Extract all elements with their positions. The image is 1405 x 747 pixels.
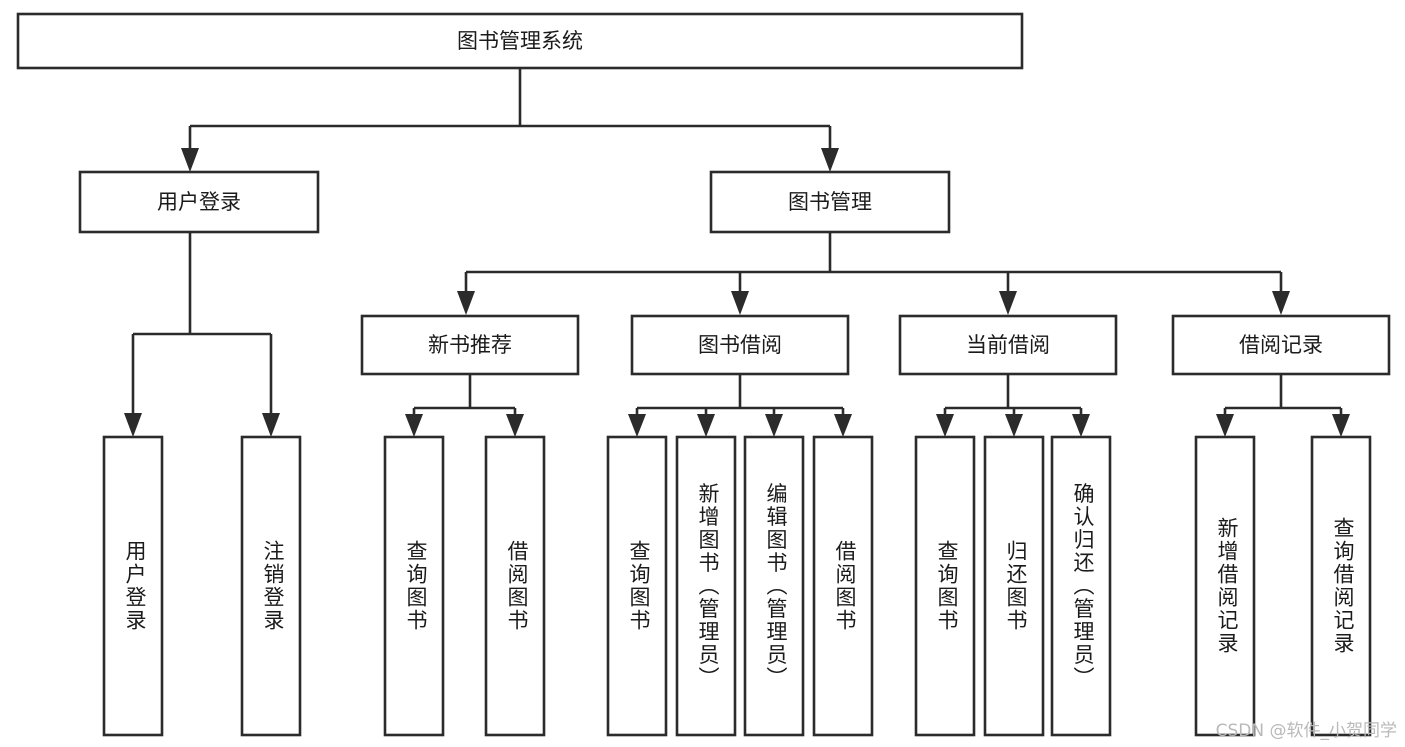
leaf-bookborrow-borrow[interactable]: 借阅图书 <box>812 435 874 737</box>
leaf-currentborrow-confirm[interactable]: 确认归还（管理员） <box>1050 435 1112 737</box>
leaf-bookborrow-edit-label: 编辑图书（管理员） <box>764 483 788 690</box>
arrow-leaf-cb-return <box>1005 414 1023 437</box>
connectors-group <box>124 68 1350 437</box>
leaf-currentborrow-return-box[interactable] <box>983 435 1045 737</box>
leaf-currentborrow-query-box[interactable] <box>914 435 976 737</box>
leaf-user-login[interactable]: 用户登录 <box>102 435 164 737</box>
leaf-bookborrow-add[interactable]: 新增图书（管理员） <box>675 435 737 737</box>
leaf-currentborrow-return-label: 归还图书 <box>1004 540 1028 632</box>
node-root-label: 图书管理系统 <box>457 29 583 53</box>
leaf-borrowrecord-add[interactable]: 新增借阅记录 <box>1194 435 1256 737</box>
leaf-borrowrecord-query-label: 查询借阅记录 <box>1331 517 1355 655</box>
leaf-newbook-query-label: 查询图书 <box>404 540 428 632</box>
leaf-borrowrecord-query-box[interactable] <box>1310 435 1372 737</box>
node-book-management-box[interactable] <box>709 170 951 234</box>
arrow-to-user-login <box>181 148 199 172</box>
leaf-user-login-label: 用户登录 <box>123 540 147 632</box>
node-user-login-box[interactable] <box>78 170 320 234</box>
leaf-currentborrow-query-label: 查询图书 <box>935 540 959 632</box>
leaf-borrowrecord-add-box[interactable] <box>1194 435 1256 737</box>
leaf-borrowrecord-query[interactable]: 查询借阅记录 <box>1310 435 1372 737</box>
arrow-leaf-bb-borrow <box>834 414 852 437</box>
leaf-borrowrecord-add-label: 新增借阅记录 <box>1215 517 1239 655</box>
leaf-logout-box[interactable] <box>240 435 302 737</box>
node-user-login[interactable]: 用户登录 <box>78 170 320 234</box>
leaf-currentborrow-return[interactable]: 归还图书 <box>983 435 1045 737</box>
leaf-newbook-borrow-box[interactable] <box>484 435 546 737</box>
arrow-to-new-book <box>457 291 475 315</box>
leaf-bookborrow-borrow-label: 借阅图书 <box>833 540 857 632</box>
leaf-newbook-query-box[interactable] <box>383 435 445 737</box>
leaf-bookborrow-edit-box[interactable] <box>743 435 805 737</box>
node-book-borrow-label: 图书借阅 <box>698 333 782 357</box>
arrow-leaf-cb-query <box>936 414 954 437</box>
leaf-logout[interactable]: 注销登录 <box>240 435 302 737</box>
node-book-management-label: 图书管理 <box>788 190 872 214</box>
node-root[interactable]: 图书管理系统 <box>16 12 1024 70</box>
arrow-leaf-newbook-query <box>405 414 423 437</box>
arrow-leaf-br-add <box>1216 414 1234 437</box>
leaf-newbook-borrow[interactable]: 借阅图书 <box>484 435 546 737</box>
arrow-leaf-bb-query <box>628 414 646 437</box>
node-borrow-record[interactable]: 借阅记录 <box>1171 314 1391 376</box>
node-root-box[interactable] <box>16 12 1024 70</box>
node-new-book-recommend-box[interactable] <box>360 314 580 376</box>
arrow-to-current-borrow <box>999 291 1017 315</box>
arrow-leaf-user-login <box>124 413 142 437</box>
arrow-to-book-mgmt <box>821 148 839 172</box>
arrow-leaf-bb-edit <box>765 414 783 437</box>
leaf-bookborrow-add-label: 新增图书（管理员） <box>696 483 720 690</box>
leaf-bookborrow-add-box[interactable] <box>675 435 737 737</box>
leaf-currentborrow-query[interactable]: 查询图书 <box>914 435 976 737</box>
leaf-logout-label: 注销登录 <box>261 540 285 632</box>
leaf-currentborrow-confirm-label: 确认归还（管理员） <box>1071 483 1095 690</box>
arrow-to-book-borrow <box>731 291 749 315</box>
node-book-borrow[interactable]: 图书借阅 <box>630 314 850 376</box>
node-borrow-record-box[interactable] <box>1171 314 1391 376</box>
arrow-leaf-logout <box>262 413 280 437</box>
node-user-login-label: 用户登录 <box>157 190 241 214</box>
csdn-watermark: CSDN @软件_小贺同学 <box>1215 721 1397 741</box>
node-current-borrow-label: 当前借阅 <box>966 333 1050 357</box>
leaf-currentborrow-confirm-box[interactable] <box>1050 435 1112 737</box>
arrow-leaf-cb-confirm <box>1072 414 1090 437</box>
arrow-leaf-newbook-borrow <box>506 414 524 437</box>
leaf-bookborrow-query[interactable]: 查询图书 <box>606 435 668 737</box>
node-current-borrow-box[interactable] <box>898 314 1118 376</box>
leaf-bookborrow-query-label: 查询图书 <box>627 540 651 632</box>
leaf-newbook-query[interactable]: 查询图书 <box>383 435 445 737</box>
node-book-management[interactable]: 图书管理 <box>709 170 951 234</box>
leaf-user-login-box[interactable] <box>102 435 164 737</box>
leaf-bookborrow-query-box[interactable] <box>606 435 668 737</box>
node-new-book-recommend-label: 新书推荐 <box>428 333 512 357</box>
node-borrow-record-label: 借阅记录 <box>1239 333 1323 357</box>
arrow-leaf-bb-add <box>697 414 715 437</box>
leaf-bookborrow-borrow-box[interactable] <box>812 435 874 737</box>
arrow-leaf-br-query <box>1332 414 1350 437</box>
node-new-book-recommend[interactable]: 新书推荐 <box>360 314 580 376</box>
node-book-borrow-box[interactable] <box>630 314 850 376</box>
leaf-newbook-borrow-label: 借阅图书 <box>505 540 529 632</box>
leaf-bookborrow-edit[interactable]: 编辑图书（管理员） <box>743 435 805 737</box>
arrow-to-borrow-record <box>1272 291 1290 315</box>
node-current-borrow[interactable]: 当前借阅 <box>898 314 1118 376</box>
